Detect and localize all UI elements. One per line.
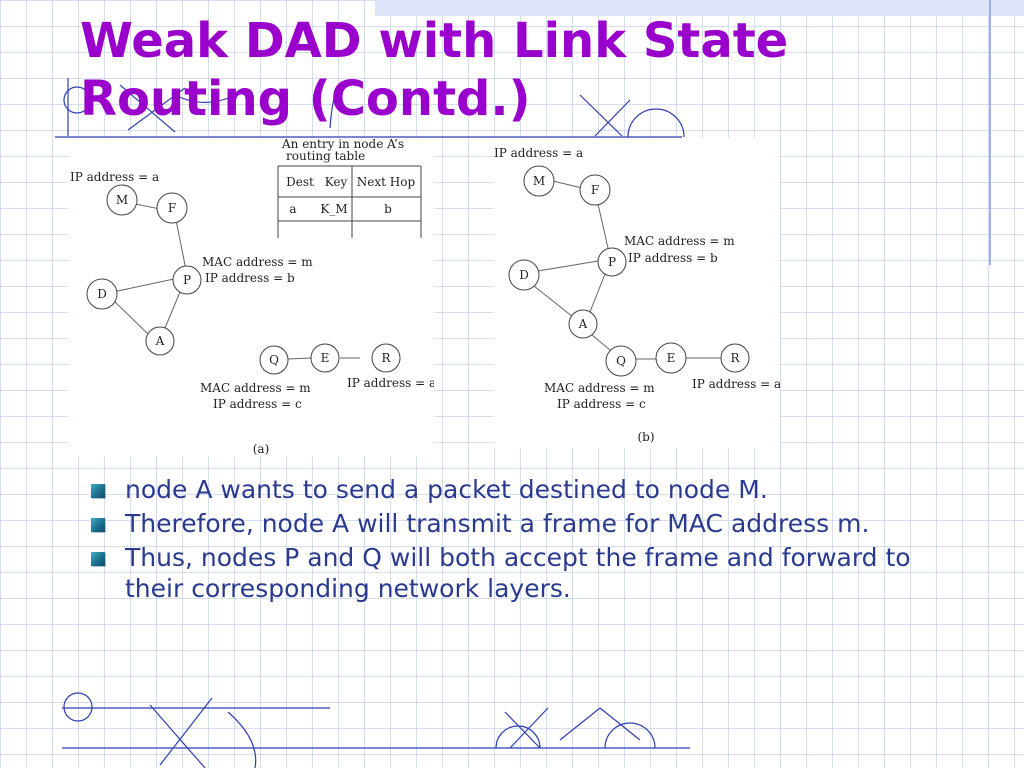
right-decorative-rule: [989, 0, 991, 265]
figure-b-ip-m: IP address = a: [494, 146, 583, 160]
figure-b-node-d: [508, 259, 540, 291]
figure-a-routing-table: [277, 165, 422, 238]
figure-b-ip-p: IP address = b: [628, 251, 718, 265]
figure-a-caption: (a): [253, 442, 270, 456]
bullet-text: Therefore, node A will transmit a frame …: [125, 509, 870, 538]
figure-b-ip-r: IP address = a: [692, 377, 780, 391]
bullet-item: Thus, nodes P and Q will both accept the…: [88, 542, 958, 604]
figure-a-node-e: [310, 343, 340, 373]
figure-b-mac-q: MAC address = m: [544, 381, 655, 395]
figure-b-node-p: [597, 247, 627, 277]
figure-a-node-m-label: M: [116, 193, 128, 207]
figure-a-table-header-next-hop: Next Hop: [357, 175, 416, 189]
figure-a-table-title-2: routing table: [286, 149, 365, 163]
figure-b-ip-q: IP address = c: [557, 397, 646, 411]
figure-a-node-r: [371, 343, 401, 373]
figure-a-node-d: [86, 278, 118, 310]
figure-b-node-q: [605, 345, 637, 377]
figure-b-node-f-label: F: [591, 183, 599, 197]
figure-a-table-header-dest: Dest: [286, 175, 314, 189]
bullet-square-icon: [91, 484, 105, 498]
figure-a-mac-q: MAC address = m: [200, 381, 311, 395]
figure-b-node-p-label: P: [608, 255, 616, 269]
bullet-square-icon: [91, 518, 105, 532]
figure-a-node-a: [145, 326, 175, 356]
slide-title: Weak DAD with Link State Routing (Contd.…: [80, 13, 789, 127]
figure-b-node-f: [579, 174, 611, 206]
figure-a-mac-p: MAC address = m: [202, 255, 313, 269]
figure-b-node-m: [523, 165, 555, 197]
figure-a-node-q: [259, 345, 289, 375]
figure-a-ip-p: IP address = b: [205, 271, 295, 285]
figure-a-table-cell-key: K_M: [320, 202, 347, 216]
figure-a-table-cell-dest: a: [289, 202, 296, 216]
bullet-item: Therefore, node A will transmit a frame …: [88, 508, 958, 539]
figure-a-node-a-label: A: [155, 334, 165, 348]
figure-b-node-r: [720, 343, 750, 373]
figure-b-node-e-label: E: [667, 351, 676, 365]
figure-b-node-a-label: A: [578, 317, 588, 331]
figure-a-table-header-key: Key: [325, 175, 348, 189]
figure-a-node-q-label: Q: [269, 353, 279, 367]
figure-a-node-r-label: R: [381, 351, 391, 365]
figure-b-node-r-label: R: [730, 351, 740, 365]
figure-b-diagram: M F P D A Q E R IP address = a MAC addre…: [494, 146, 781, 444]
bullet-text: Thus, nodes P and Q will both accept the…: [125, 543, 911, 603]
figure-a-table-title-1: An entry in node A’s: [281, 138, 404, 151]
figure-b-node-e: [655, 342, 687, 374]
figure-b-node-d-label: D: [519, 268, 529, 282]
bullet-text: node A wants to send a packet destined t…: [125, 475, 768, 504]
figure-a-ip-r: IP address = a: [347, 376, 434, 390]
figure-a-node-f: [156, 192, 188, 224]
figure-a-node-d-label: D: [97, 287, 107, 301]
figure-b: M F P D A Q E R IP address = a MAC addre…: [494, 138, 781, 448]
figure-b-node-m-label: M: [533, 174, 545, 188]
figure-a-ip-q: IP address = c: [213, 397, 302, 411]
figure-a: M F P D A Q E R IP address = a MAC addre…: [68, 137, 436, 456]
bullet-list: node A wants to send a packet destined t…: [88, 474, 958, 607]
figure-b-node-q-label: Q: [616, 354, 626, 368]
figure-a-diagram: M F P D A Q E R IP address = a MAC addre…: [70, 137, 436, 456]
bullet-item: node A wants to send a packet destined t…: [88, 474, 958, 505]
figure-a-ip-m: IP address = a: [70, 170, 159, 184]
figure-a-node-p-label: P: [183, 273, 191, 287]
figure-a-node-f-label: F: [168, 201, 176, 215]
figure-a-node-e-label: E: [321, 351, 330, 365]
top-decorative-band: [375, 0, 1024, 16]
bullet-square-icon: [91, 552, 105, 566]
figure-b-caption: (b): [637, 430, 654, 444]
figure-a-table-cell-next-hop: b: [384, 202, 392, 216]
figure-a-node-p: [172, 265, 202, 295]
figure-b-node-a: [568, 309, 598, 339]
figure-b-mac-p: MAC address = m: [624, 234, 735, 248]
figure-a-node-m: [106, 184, 138, 216]
